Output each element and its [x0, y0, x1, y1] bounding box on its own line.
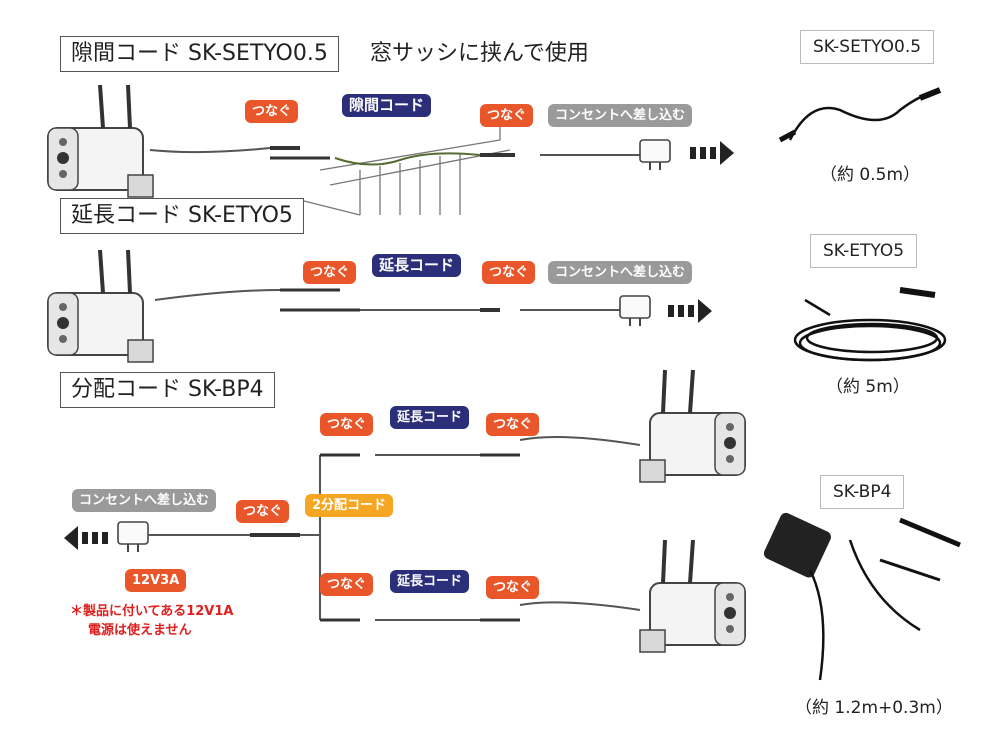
power-adapter-icon [117, 521, 149, 553]
section-title-gap: 隙間コード SK-SETYO0.5 [60, 36, 339, 72]
voltage-badge: 12V3A [125, 569, 187, 592]
cable-icon [778, 87, 942, 143]
connect-bubble: つなぐ [480, 104, 534, 127]
gap-cord-bubble: 隙間コード [342, 94, 432, 117]
window-sash-icon [299, 120, 511, 216]
connect-bubble: つなぐ [320, 573, 374, 596]
product-length: （約 0.5m） [820, 165, 920, 185]
power-adapter-icon [619, 295, 651, 327]
arrow-icon [64, 526, 108, 550]
extension-cord-bubble: 延長コード [390, 406, 470, 429]
outlet-bubble: コンセントへ差し込む [548, 261, 693, 284]
outlet-bubble: コンセントへ差し込む [72, 489, 217, 512]
connect-bubble: つなぐ [486, 576, 540, 599]
connect-bubble: つなぐ [303, 261, 357, 284]
splitter-bubble: 2分配コード [305, 494, 394, 517]
note-line-1: ＊製品に付いてある12V1A [70, 604, 234, 619]
product-label: SK-BP4 [820, 475, 905, 509]
section-title-extension: 延長コード SK-ETYO5 [60, 198, 304, 234]
camera-icon [46, 83, 155, 199]
section-title-splitter: 分配コード SK-BP4 [60, 372, 275, 408]
outlet-bubble: コンセントへ差し込む [548, 104, 693, 127]
connect-bubble: つなぐ [486, 413, 540, 436]
camera-icon [638, 538, 747, 654]
note-line-2: 電源は使えません [88, 623, 192, 638]
camera-icon [638, 368, 747, 484]
extension-cord-bubble: 延長コード [372, 254, 462, 277]
connect-bubble: つなぐ [482, 261, 536, 284]
arrow-icon [668, 299, 712, 323]
product-label: SK-ETYO5 [810, 234, 918, 268]
connect-bubble: つなぐ [236, 500, 290, 523]
product-label: SK-SETYO0.5 [800, 30, 935, 64]
connect-bubble: つなぐ [245, 100, 299, 123]
camera-icon [46, 248, 155, 364]
product-length: （約 5m） [826, 377, 910, 397]
connect-bubble: つなぐ [320, 413, 374, 436]
cable-icon [793, 287, 947, 362]
arrow-icon [690, 141, 734, 165]
power-adapter-icon [763, 512, 961, 681]
section-subtitle-gap: 窓サッシに挟んで使用 [370, 41, 589, 66]
power-adapter-icon [639, 139, 671, 171]
product-length: （約 1.2m+0.3m） [795, 698, 953, 718]
extension-cord-bubble: 延長コード [390, 570, 470, 593]
